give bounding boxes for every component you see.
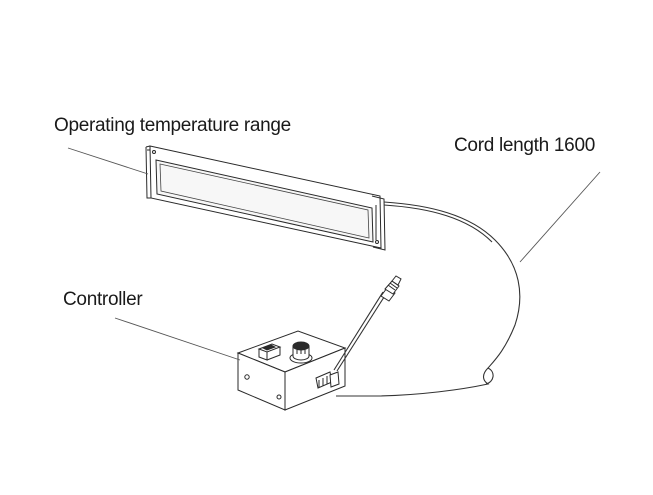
cord-leader-line bbox=[519, 171, 601, 263]
control-knob bbox=[289, 341, 313, 364]
heater-leader-line bbox=[67, 147, 149, 175]
heater-callout: Operating temperature range bbox=[54, 115, 291, 136]
power-switch bbox=[257, 343, 282, 361]
cord-connector bbox=[380, 275, 402, 302]
controller-leader-line bbox=[114, 317, 241, 361]
cable-gland bbox=[315, 371, 340, 389]
power-cord bbox=[336, 201, 521, 397]
controller-box bbox=[236, 291, 387, 411]
heater-panel bbox=[145, 145, 386, 251]
controller-callout: Controller bbox=[63, 289, 143, 310]
cord-callout: Cord length 1600 bbox=[454, 135, 595, 156]
